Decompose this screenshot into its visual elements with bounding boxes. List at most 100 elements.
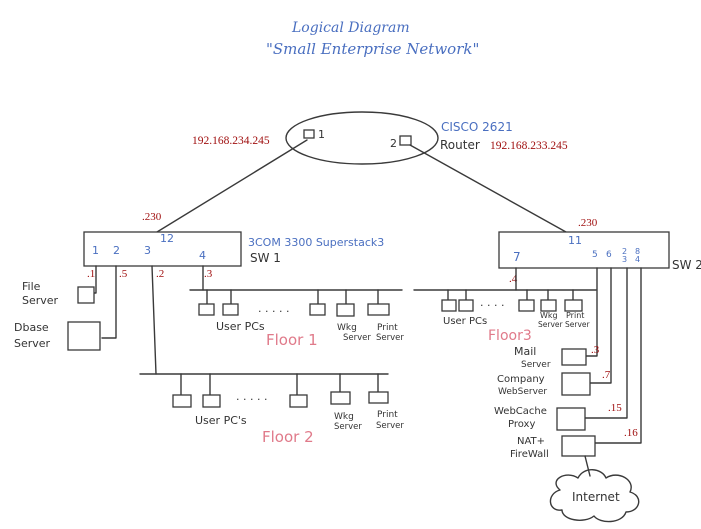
floor2-user-pcs-label: User PC's [195, 414, 247, 427]
floor1-user-pc-icon [198, 303, 215, 316]
link-sw2-mail-server [585, 267, 598, 357]
web-cache-proxy: WebCache Proxy .15 [494, 402, 622, 431]
switch-1: .230 1 2 3 4 12 3COM 3300 Superstack3 SW… [83, 211, 384, 280]
router-port1-label: 1 [318, 128, 325, 141]
nat-firewall-ip: .16 [624, 427, 638, 439]
floor2-label: Floor 2 [262, 428, 314, 446]
diagram-title-line1: Logical Diagram [291, 20, 410, 36]
sw2-port-3: 3 [622, 255, 627, 264]
sw2-chassis [498, 231, 670, 269]
sw2-port-5: 5 [592, 250, 598, 260]
mail-server-label-2: Server [521, 360, 551, 370]
router-port1-icon [303, 129, 315, 139]
sw2-port-7-ip: .4 [509, 273, 518, 285]
sw2-port-11: 11 [568, 234, 582, 247]
router-ellipse [285, 111, 439, 165]
sw1-name: SW 1 [250, 251, 281, 265]
sw1-port-2: 2 [113, 244, 120, 257]
sw1-port-4: 4 [199, 249, 206, 262]
floor1-wkg-server-icon [336, 303, 355, 317]
sw1-port-3: 3 [144, 244, 151, 257]
web-cache-label-2: Proxy [508, 419, 535, 430]
floor3-print-server-icon [564, 299, 583, 312]
sw1-port-2-ip: .5 [119, 268, 128, 280]
link-sw2-web-cache [584, 267, 628, 419]
sw1-port-3-ip: .2 [156, 268, 164, 280]
floor3-print-label-2: Server [565, 320, 591, 329]
nat-firewall-box [561, 435, 596, 457]
mail-server: Mail Server .3 [514, 344, 600, 370]
link-sw2-nat-firewall [594, 267, 642, 444]
switch-2: .230 7 11 5 6 2 3 8 4 SW 2 .4 [498, 217, 701, 285]
floor3-user-pc-icon [441, 299, 457, 312]
link-sw2-web-server [589, 267, 612, 384]
floor2-print-server-icon [368, 391, 389, 404]
file-server-label-2: Server [22, 294, 59, 307]
floor2-dots: . . . . . [236, 390, 267, 403]
web-cache-ip: .15 [608, 402, 622, 414]
router-model: CISCO 2621 [441, 120, 513, 134]
nat-firewall: NAT+ FireWall .16 [510, 427, 638, 460]
sw1-port-1: 1 [92, 244, 99, 257]
mail-server-label-1: Mail [514, 345, 536, 358]
floor1-dots: . . . . . [258, 302, 289, 315]
floor3-user-pcs-label: User PCs [443, 316, 487, 327]
floor3-wkg-label-1: Wkg [540, 311, 558, 320]
sw2-port-7: 7 [513, 250, 521, 264]
floor1-print-label-1: Print [377, 323, 398, 333]
floor-1: . . . . . User PCs Wkg Server Print Serv… [189, 289, 404, 349]
floor2-user-pc-icon [289, 394, 308, 408]
floor1-print-label-2: Server [376, 333, 404, 343]
sw2-port-8: 8 [635, 247, 640, 256]
router: 1 2 CISCO 2621 Router 192.168.234.245 19… [192, 111, 568, 165]
floor2-print-label-2: Server [376, 421, 404, 431]
web-server-label-2: WebServer [498, 387, 547, 397]
floor-3: . . . . User PCs Wkg Server Print Server… [413, 289, 597, 344]
dbase-server-label-1: Dbase [14, 321, 49, 334]
router-label: Router [440, 138, 480, 152]
sw1-port-4-ip: .3 [204, 268, 213, 280]
web-cache-label-1: WebCache [494, 406, 547, 417]
floor3-wkg-server-icon [540, 299, 557, 312]
router-ip-1: 192.168.234.245 [192, 135, 270, 147]
dbase-server: Dbase Server [14, 321, 101, 351]
floor2-print-label-1: Print [377, 410, 398, 420]
floor2-wkg-label-1: Wkg [334, 412, 354, 422]
sw1-chassis [83, 231, 242, 267]
sw1-port-1-ip: .1 [87, 268, 95, 280]
floor3-label: Floor3 [488, 328, 532, 344]
sw2-name: SW 2 [672, 258, 701, 272]
link-router-sw2 [409, 144, 567, 233]
sw1-port-12: 12 [160, 232, 174, 245]
mail-server-ip: .3 [591, 344, 600, 356]
floor2-user-pc-icon [172, 394, 192, 408]
mail-server-box [561, 348, 587, 366]
floor1-user-pc-icon [222, 303, 239, 316]
dbase-server-box [67, 321, 101, 351]
floor1-print-server-icon [367, 303, 390, 316]
web-server: Company WebServer .7 [497, 369, 611, 397]
link-sw1-dbase-server [101, 265, 117, 339]
sw2-port-6: 6 [606, 250, 612, 260]
sw2-port-4: 4 [635, 255, 640, 264]
floor1-label: Floor 1 [266, 331, 318, 349]
web-cache-box [556, 407, 586, 431]
internet-label: Internet [572, 490, 620, 504]
router-port2-icon [399, 135, 412, 146]
floor2-wkg-server-icon [330, 391, 351, 405]
file-server-box [77, 286, 95, 304]
file-server-label-1: File [22, 280, 41, 293]
sw2-ip: .230 [578, 217, 598, 229]
sw1-model: 3COM 3300 Superstack3 [248, 236, 384, 249]
sw1-ip: .230 [142, 211, 162, 223]
floor3-user-pc-icon [458, 299, 474, 312]
floor3-wkg-label-2: Server [538, 320, 564, 329]
link-sw1-floor2 [151, 265, 157, 375]
link-firewall-internet [584, 455, 591, 477]
floor2-user-pc-icon [202, 394, 221, 408]
floor3-dots: . . . . [480, 296, 504, 309]
floor2-wkg-label-2: Server [334, 422, 362, 432]
internet-cloud: Internet [549, 469, 640, 523]
floor1-user-pcs-label: User PCs [216, 320, 265, 333]
